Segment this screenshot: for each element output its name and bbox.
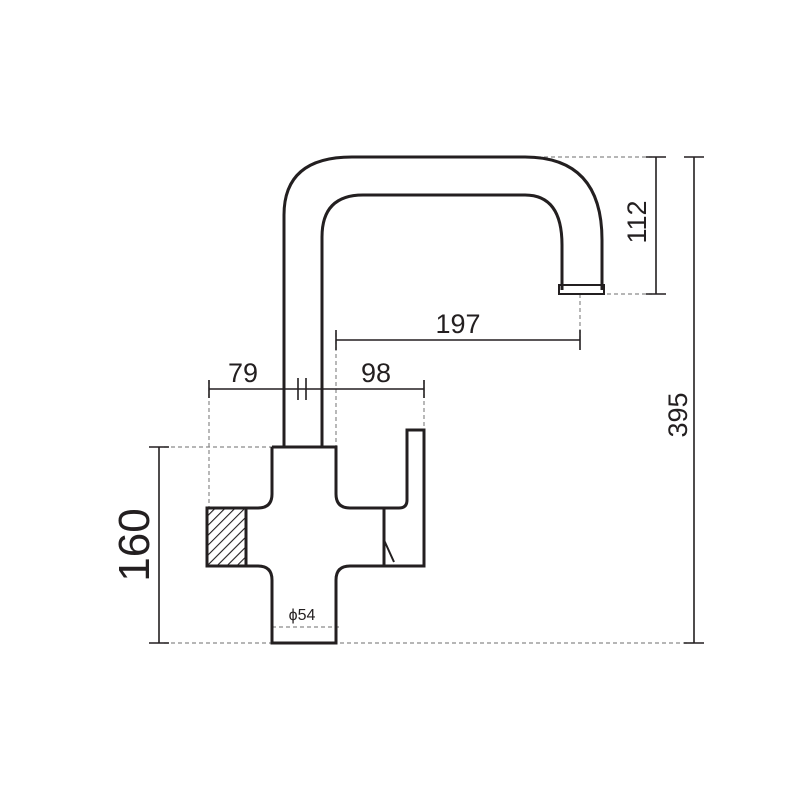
handle-joint (383, 539, 395, 563)
dimension-label-160: 160 (110, 508, 159, 581)
body-outline (246, 445, 384, 645)
hatched-side-outlet (205, 506, 248, 568)
spout-aerator (558, 284, 605, 295)
dimension-label-98: 98 (361, 358, 391, 388)
dimension-label-79: 79 (228, 358, 258, 388)
dimension-label-112: 112 (622, 200, 652, 243)
spout-outline (282, 155, 604, 447)
dimension-lines (149, 156, 704, 644)
dimension-labels: 112 395 197 79 98 160 ϕ54 (110, 200, 693, 624)
dimension-label-197: 197 (435, 309, 480, 339)
dimension-label-base-diameter: ϕ54 (289, 607, 316, 624)
handle-lever (382, 428, 426, 568)
extension-lines (164, 156, 694, 644)
faucet-outline (205, 155, 605, 645)
dimension-label-395: 395 (663, 392, 693, 437)
